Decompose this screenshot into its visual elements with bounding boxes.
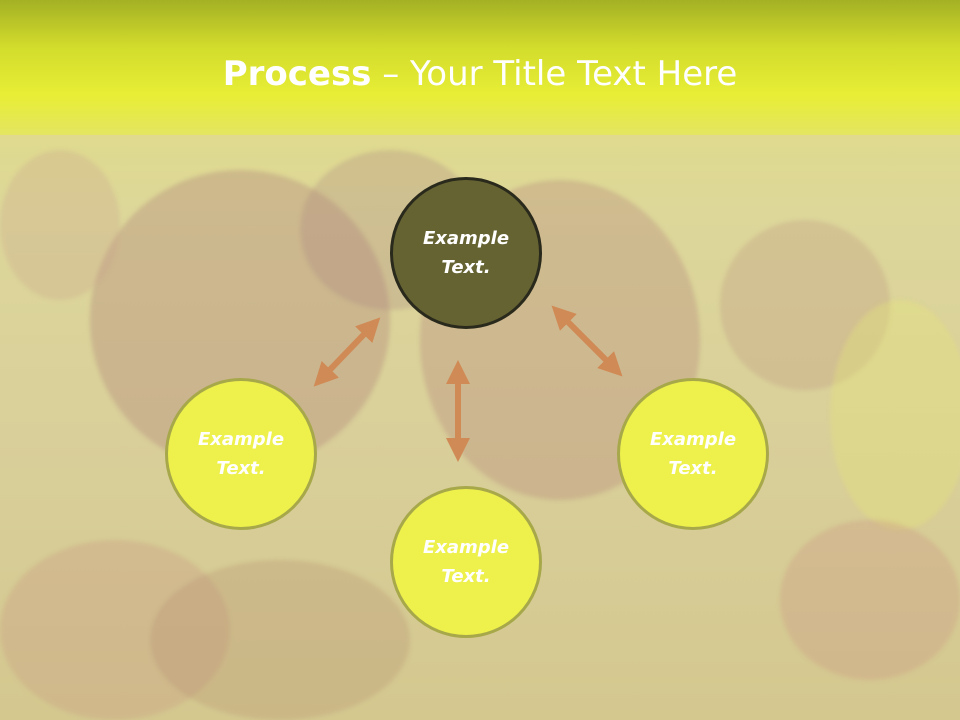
arrow-top-left xyxy=(313,317,381,387)
title-rest: – Your Title Text Here xyxy=(371,54,738,94)
background-flower xyxy=(830,300,960,530)
background-flower xyxy=(0,540,230,720)
background-flower xyxy=(0,150,120,300)
slide-title: Process – Your Title Text Here xyxy=(0,52,960,96)
node-label: Example Text. xyxy=(422,228,510,278)
title-bold: Process xyxy=(222,54,372,94)
background-flower xyxy=(780,520,960,680)
background-flower xyxy=(150,560,410,720)
node-label: Example Text. xyxy=(649,429,737,479)
arrow-top-right xyxy=(551,305,623,377)
background-flower xyxy=(720,220,890,390)
process-node-right: Example Text. xyxy=(617,378,769,530)
process-node-bottom: Example Text. xyxy=(390,486,542,638)
process-node-top: Example Text. xyxy=(390,177,542,329)
node-label: Example Text. xyxy=(422,537,510,587)
process-node-left: Example Text. xyxy=(165,378,317,530)
title-banner xyxy=(0,0,960,135)
node-label: Example Text. xyxy=(197,429,285,479)
